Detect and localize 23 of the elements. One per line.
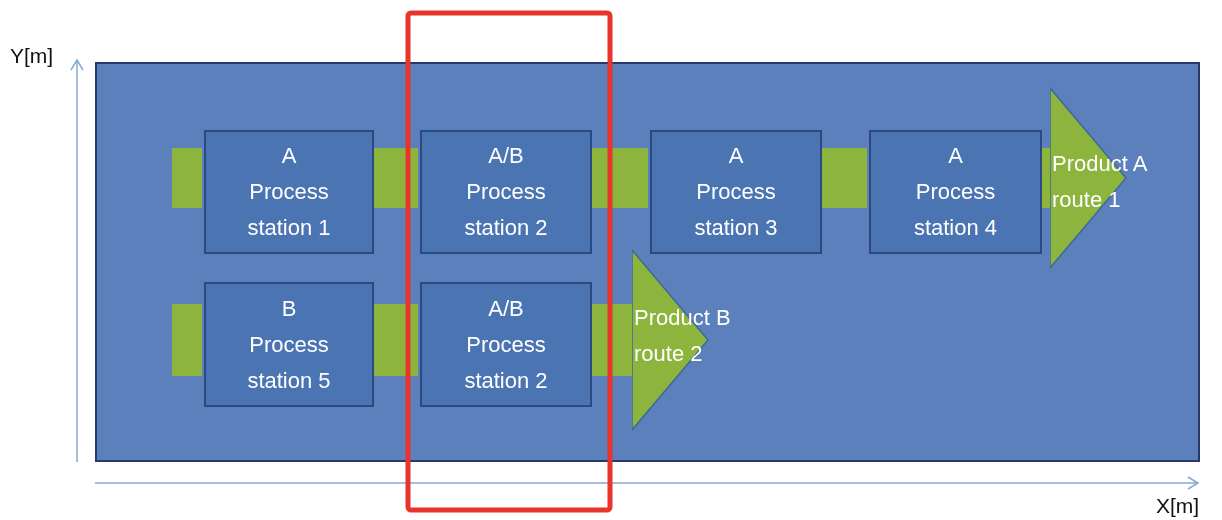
station-name: Process station 5	[246, 330, 332, 395]
station-name: Process station 2	[463, 178, 549, 242]
process-box	[204, 130, 374, 254]
conveyor-arrow	[1040, 87, 1127, 269]
axis-label: Y[m]	[10, 44, 54, 68]
product-type: A	[281, 142, 297, 170]
process-box	[204, 282, 374, 407]
product-type: A/B	[488, 142, 524, 170]
floor-area	[95, 62, 1200, 462]
product-type: A	[728, 142, 744, 170]
process-box	[420, 130, 592, 254]
station-name: Process station 2	[463, 330, 549, 395]
process-box	[869, 130, 1042, 254]
station-name: Process station 4	[912, 178, 999, 242]
station-name: Process station 1	[246, 178, 332, 242]
conveyor-arrow	[590, 249, 709, 431]
product-type: B	[281, 294, 297, 323]
product-type: A/B	[488, 294, 524, 323]
product-type: A	[948, 142, 963, 170]
process-box	[420, 282, 592, 407]
station-name: Process station 3	[693, 178, 779, 242]
axis-label: X[m]	[1156, 494, 1200, 518]
process-box	[650, 130, 822, 254]
